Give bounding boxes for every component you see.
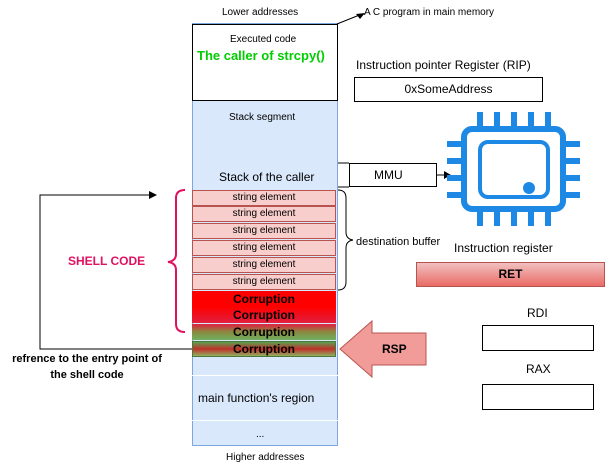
corruption-block: Corruption [192, 324, 336, 340]
rip-value: 0xSomeAddress [404, 82, 493, 96]
higher-addresses-label: Higher addresses [226, 452, 305, 463]
caller-title: The caller of strcpy() [197, 48, 325, 63]
string-element: string element [192, 257, 336, 273]
string-element: string element [192, 190, 336, 206]
rdi-label: RDI [527, 306, 548, 320]
instruction-register-label: Instruction register [454, 241, 553, 255]
cpu-chip-icon [447, 112, 580, 226]
rax-box [482, 384, 594, 410]
string-element: string element [192, 274, 336, 290]
lower-addresses-label: Lower addresses [222, 7, 299, 18]
program-note: A C program in main memory [364, 7, 495, 18]
rip-value-box: 0xSomeAddress [354, 77, 543, 102]
ret-label: RET [498, 267, 523, 281]
rdi-box [482, 325, 594, 351]
corruption-block: Corruption [192, 341, 336, 357]
mmu-box [349, 163, 437, 187]
reference-note: refrence to the entry point of the shell… [12, 353, 162, 381]
ellipsis: ... [256, 429, 265, 440]
shell-code-brace [167, 189, 186, 333]
reference-arrow [39, 194, 192, 350]
corruption-block: Corruption [192, 307, 336, 323]
string-element: string element [192, 223, 336, 239]
rsp-label: RSP [382, 342, 407, 356]
rax-label: RAX [526, 362, 551, 376]
ret-box: RET [416, 262, 605, 287]
rip-label: Instruction pointer Register (RIP) [356, 58, 531, 72]
executed-code-box [192, 24, 338, 101]
string-element: string element [192, 240, 336, 256]
executed-code-label: Executed code [230, 34, 297, 45]
note-arrow-head [356, 13, 365, 19]
destination-buffer-label: destination buffer [356, 236, 441, 248]
stack-of-caller-label: Stack of the caller [219, 170, 315, 184]
main-function-label: main function's region [198, 391, 315, 405]
mmu-label: MMU [374, 168, 403, 182]
rsp-arrow [339, 319, 427, 379]
shell-code-label: SHELL CODE [68, 254, 146, 268]
destination-brace [337, 189, 354, 291]
string-element: string element [192, 206, 336, 222]
corruption-block: Corruption [192, 291, 336, 307]
reference-arrow-head [149, 191, 157, 199]
stack-segment-label: Stack segment [229, 112, 296, 123]
main-function-region [192, 375, 338, 421]
